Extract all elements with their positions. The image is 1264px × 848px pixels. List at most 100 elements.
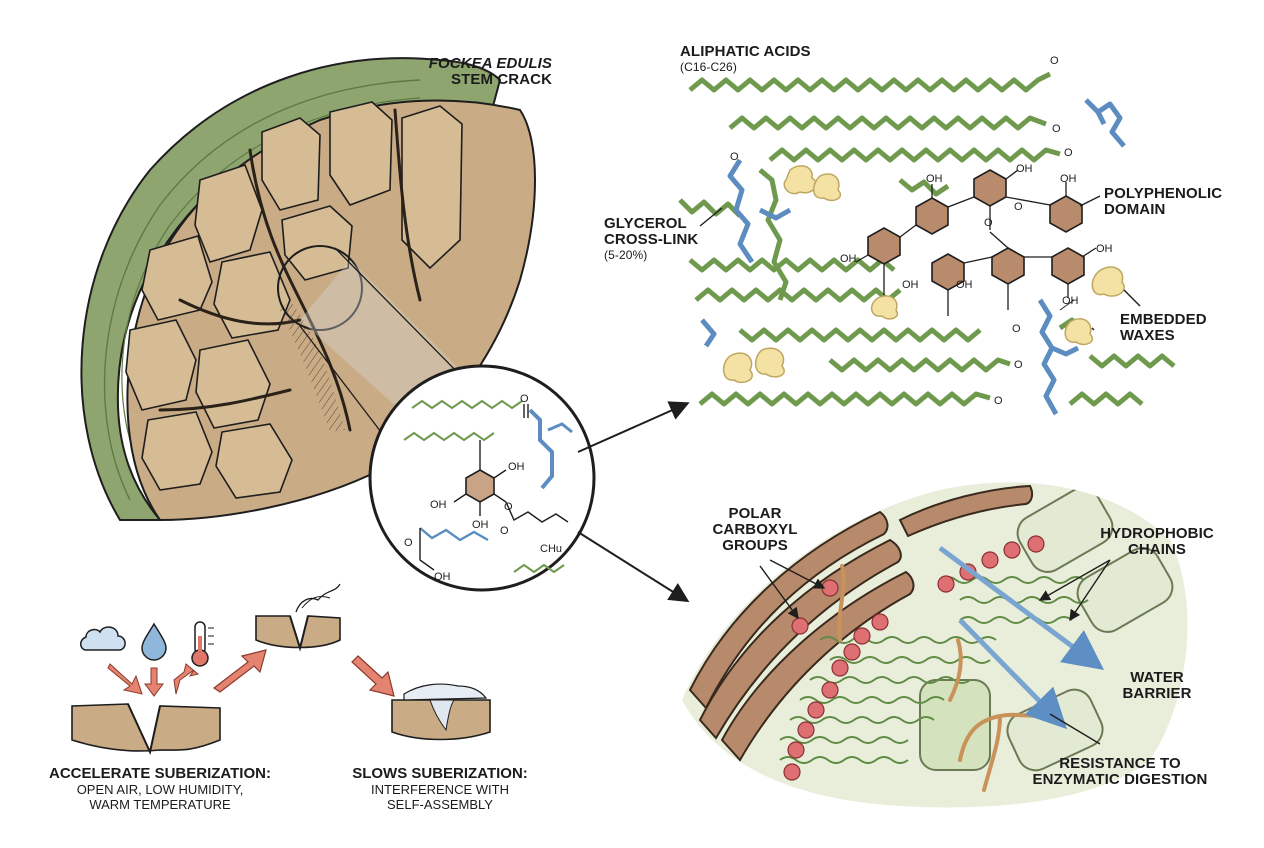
hydrophobic-line2: CHAINS <box>1127 541 1187 558</box>
accelerate-line2: WARM TEMPERATURE <box>89 797 231 812</box>
glycerol-line1: GLYCEROL <box>604 215 687 232</box>
carboxyl-dot <box>797 721 815 739</box>
bark-block <box>141 411 213 491</box>
chem-label-oh: OH <box>1096 243 1113 255</box>
carboxyl-dot <box>843 643 861 661</box>
cork-cell <box>698 538 902 740</box>
chem-label-o: O <box>984 217 993 229</box>
leader-line <box>1059 299 1075 311</box>
chem-label-ch: CHu <box>540 543 562 555</box>
chem-label-oh: OH <box>1016 163 1033 175</box>
water-line2: BARRIER <box>1122 685 1192 702</box>
stem-crack-title: FOCKEA EDULIS <box>428 55 552 72</box>
arrow-to-polymer <box>577 401 690 453</box>
enzymatic-resistance-label: RESISTANCE TO ENZYMATIC DIGESTION <box>1030 756 1210 788</box>
phenolic-rings <box>867 169 1085 291</box>
polar-line1: POLAR <box>728 505 782 522</box>
bark-block <box>401 105 463 270</box>
process-arrow <box>107 663 143 695</box>
chem-label-o: O <box>1014 359 1023 371</box>
polyphenolic-line2: DOMAIN <box>1104 201 1166 218</box>
carboxyl-dot <box>937 575 955 593</box>
bark-block <box>281 205 353 281</box>
chem-label-oh: OH <box>1062 295 1079 307</box>
stem-cross-section <box>80 57 536 522</box>
bark-block <box>125 319 197 411</box>
carboxyl-group-dots <box>783 535 1045 781</box>
leader-line <box>759 565 799 620</box>
carboxyl-dot <box>791 617 809 635</box>
arrow-to-cell-wall <box>577 531 690 603</box>
polar-line2: CARBOXYL <box>712 521 798 538</box>
chem-label-oh: OH <box>956 279 973 291</box>
phenolic-ring <box>867 227 901 265</box>
aliphatic-acids-range: (C16-C26) <box>680 60 737 74</box>
magnified-molecule: OH OH OH OH O O O O CHu <box>368 364 596 592</box>
wax-blob <box>870 295 899 320</box>
wax-blob <box>812 173 842 202</box>
carboxyl-dot <box>831 659 849 677</box>
cell-wall-tissue <box>682 482 1188 808</box>
water-drop-icon <box>141 622 167 661</box>
cork-cell <box>898 484 1034 538</box>
zoom-connector-line <box>334 247 471 386</box>
glycerol-linkers <box>700 98 1126 416</box>
cloud-icon <box>80 626 126 651</box>
chem-label-oh: OH <box>434 571 451 583</box>
hydrophobic-chain-bundle <box>779 576 1089 764</box>
suberization-process <box>71 583 491 756</box>
crack-focus-circle <box>277 245 363 331</box>
water-barrier-arrow <box>938 545 1105 670</box>
phenolic-ring <box>1051 247 1085 285</box>
chem-label-oh: OH <box>902 279 919 291</box>
phenolic-ring <box>973 169 1007 207</box>
process-arrow <box>173 663 200 695</box>
bark-block <box>194 163 263 263</box>
stem-outer-bark <box>80 57 502 521</box>
leader-line <box>1069 559 1111 622</box>
chem-label-o: O <box>520 393 529 405</box>
chem-label-oh: OH <box>508 461 525 473</box>
glycerol-cross-link-label: GLYCEROL CROSS-LINK (5-20%) <box>604 215 714 263</box>
chem-label-o: O <box>730 151 739 163</box>
stem-crack-subtitle: STEM CRACK <box>451 71 552 88</box>
waxes-line2: WAXES <box>1120 327 1175 344</box>
wax-blob <box>783 165 817 195</box>
polar-line3: GROUPS <box>722 537 788 554</box>
accelerate-line1: OPEN AIR, LOW HUMIDITY, <box>76 782 244 797</box>
carboxyl-dot <box>783 763 801 781</box>
slows-caption: SLOWS SUBERIZATION: INTERFERENCE WITH SE… <box>350 766 530 813</box>
aliphatic-chains <box>678 71 1176 407</box>
polyphenolic-domain-label: POLYPHENOLIC DOMAIN <box>1104 186 1234 218</box>
chem-label-oh: OH <box>840 253 857 265</box>
chem-label-oh: OH <box>926 173 943 185</box>
chem-label-o: O <box>504 501 513 513</box>
leader-line <box>1049 713 1101 745</box>
chem-label-o: O <box>404 537 413 549</box>
water-barrier-label: WATER BARRIER <box>1112 670 1202 702</box>
bark-block <box>215 423 293 499</box>
aliphatic-acids-label: ALIPHATIC ACIDS (C16-C26) <box>680 44 880 75</box>
chem-label-o: O <box>1052 123 1061 135</box>
leader-line <box>769 559 826 589</box>
carboxyl-dot <box>853 627 871 645</box>
chem-label-o: O <box>500 525 509 537</box>
cork-cell <box>720 570 915 762</box>
wax-blobs <box>722 165 1125 384</box>
wax-blob <box>754 347 785 378</box>
polyphenolic-line1: POLYPHENOLIC <box>1104 185 1223 202</box>
resistance-line1: RESISTANCE TO <box>1059 755 1181 772</box>
bark-block <box>261 117 321 211</box>
glycerol-line2: CROSS-LINK <box>604 231 699 248</box>
chem-label-oh: OH <box>1060 173 1077 185</box>
process-arrow <box>212 649 267 693</box>
cell <box>1076 547 1174 633</box>
chem-label-o: O <box>1012 323 1021 335</box>
chem-label-o: O <box>1064 147 1073 159</box>
phenolic-ring <box>1049 195 1083 233</box>
waxes-line1: EMBEDDED <box>1120 311 1207 328</box>
soil-crack-fresh <box>71 703 221 755</box>
chem-label-o: O <box>1050 55 1059 67</box>
carboxyl-dot <box>807 701 825 719</box>
